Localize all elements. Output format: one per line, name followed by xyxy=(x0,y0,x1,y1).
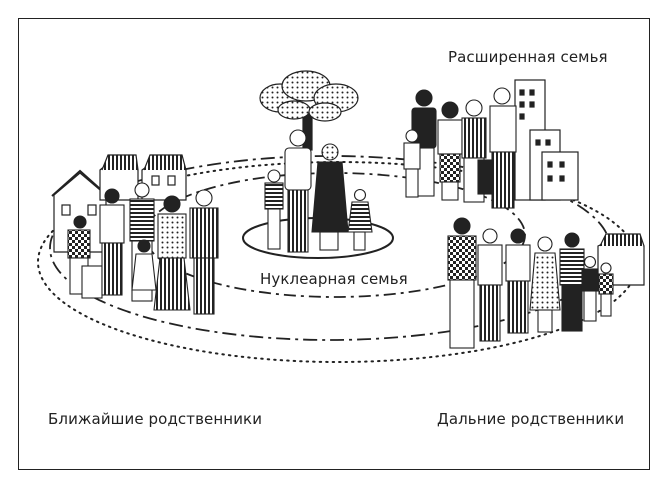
distant-relatives-label: Дальние родственники xyxy=(437,410,625,428)
distant-relatives-figures xyxy=(447,217,614,349)
tree xyxy=(259,70,359,151)
nuclear-family-label: Нуклеарная семья xyxy=(260,270,408,288)
close-relatives-figures xyxy=(67,182,219,315)
close-relatives-label: Ближайшие родственники xyxy=(48,410,263,428)
extended-family-figures xyxy=(403,87,517,209)
buildings-right xyxy=(514,79,579,201)
nuclear-family-figures xyxy=(264,129,373,253)
extended-family-label: Расширенная семья xyxy=(448,48,608,66)
houses-left xyxy=(51,154,187,253)
